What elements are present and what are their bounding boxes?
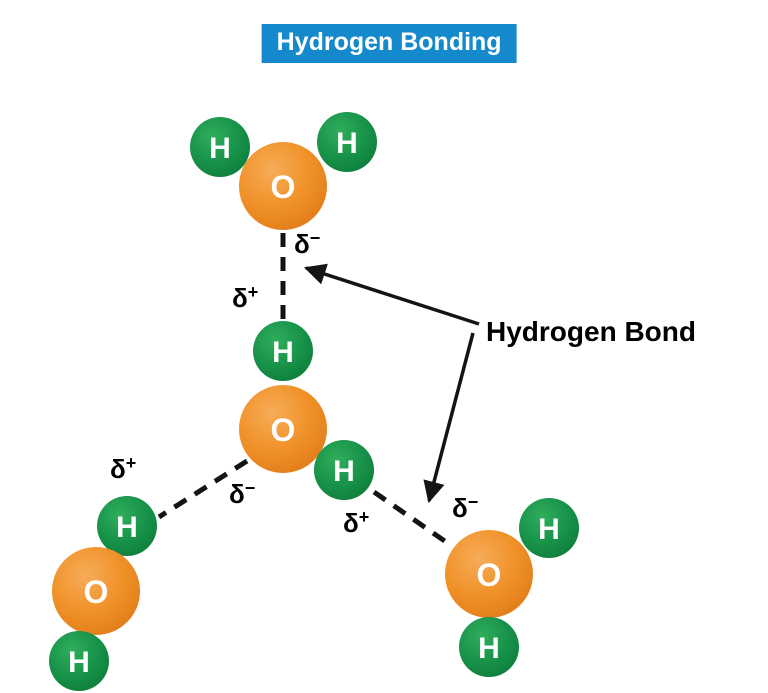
hydrogen-atom <box>253 321 313 381</box>
hydrogen-atom <box>49 631 109 691</box>
oxygen-atom <box>445 530 533 618</box>
delta-symbol: δ <box>110 454 126 484</box>
hydrogen-atom <box>317 112 377 172</box>
oxygen-atom-label: O <box>271 412 296 448</box>
page-title: Hydrogen Bonding <box>276 28 502 56</box>
water-molecule-top: H H O <box>190 112 377 230</box>
hydrogen-atom <box>519 498 579 558</box>
delta-symbol: δ <box>232 283 248 313</box>
delta-plus-label-top: δ+ <box>232 282 258 313</box>
hydrogen-bond-annotation: Hydrogen Bond <box>486 316 696 347</box>
delta-minus-label-left: δ− <box>229 478 255 509</box>
delta-symbol: δ <box>294 229 310 259</box>
arrow-to-right-bond <box>423 332 475 504</box>
oxygen-atom <box>239 385 327 473</box>
oxygen-atom <box>239 142 327 230</box>
delta-minus-label-right: δ− <box>452 492 478 523</box>
delta-plus-label-left: δ+ <box>110 453 136 484</box>
hydrogen-atom-label: H <box>116 511 138 544</box>
minus-superscript: − <box>468 492 479 512</box>
plus-superscript: + <box>359 507 370 527</box>
hydrogen-atom-label: H <box>336 127 358 160</box>
water-molecule-middle: H O H <box>239 321 374 500</box>
water-molecule-bottom-left: H O H <box>49 496 157 691</box>
hydrogen-atom <box>459 617 519 677</box>
oxygen-atom-label: O <box>271 169 296 205</box>
minus-superscript: − <box>245 478 256 498</box>
plus-superscript: + <box>248 282 259 302</box>
hydrogen-atom-label: H <box>68 646 90 679</box>
delta-symbol: δ <box>452 493 468 523</box>
delta-plus-label-right: δ+ <box>343 507 369 538</box>
plus-superscript: + <box>126 453 137 473</box>
minus-superscript: − <box>310 228 321 248</box>
delta-symbol: δ <box>343 508 359 538</box>
hydrogen-atom <box>190 117 250 177</box>
water-molecule-bottom-right: O H H <box>445 498 579 677</box>
hydrogen-bond-lower-right <box>372 489 451 547</box>
delta-minus-label-top: δ− <box>294 228 320 259</box>
hydrogen-atom-label: H <box>538 513 560 546</box>
oxygen-atom-label: O <box>84 574 109 610</box>
oxygen-atom-label: O <box>477 557 502 593</box>
hydrogen-atom-label: H <box>209 132 231 165</box>
title-badge: Hydrogen Bonding <box>261 24 517 63</box>
arrow-to-top-bond <box>303 263 480 326</box>
hydrogen-bond-lower-left <box>157 458 249 520</box>
hydrogen-atom-label: H <box>333 455 355 488</box>
delta-symbol: δ <box>229 479 245 509</box>
hydrogen-atom-label: H <box>272 336 294 369</box>
hydrogen-atom <box>314 440 374 500</box>
hydrogen-atom-label: H <box>478 632 500 665</box>
hydrogen-atom <box>97 496 157 556</box>
oxygen-atom <box>52 547 140 635</box>
